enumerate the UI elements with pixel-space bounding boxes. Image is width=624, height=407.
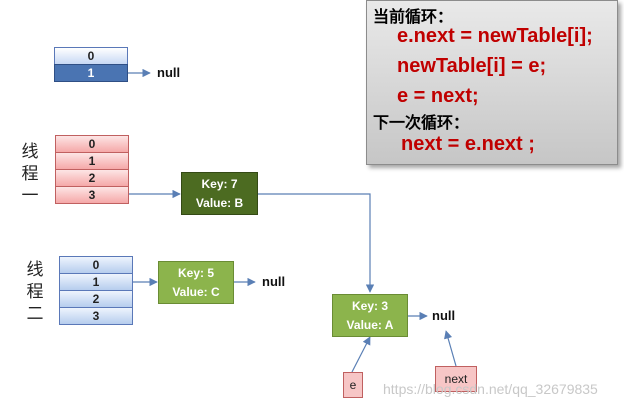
thread2-cell-3: 3 xyxy=(59,307,133,325)
arrow-next-pointer xyxy=(444,330,457,367)
code-line-1: e.next = newTable[i]; xyxy=(397,25,593,47)
thread1-cell-0: 0 xyxy=(55,135,129,153)
top-table-null: null xyxy=(157,65,181,80)
pointer-e: e xyxy=(343,372,363,398)
code-line-3: e = next; xyxy=(397,85,479,107)
thread1-cell-1: 1 xyxy=(55,152,129,170)
node-key7-value: Value: B xyxy=(195,195,244,210)
node-key5-null: null xyxy=(262,274,286,289)
thread2-label-char: 程 xyxy=(26,282,44,302)
thread2-cell-1: 1 xyxy=(59,273,133,291)
code-line-2: newTable[i] = e; xyxy=(397,55,547,77)
thread1-label: 线 程 一 xyxy=(20,141,40,207)
thread1-label-char: 程 xyxy=(21,164,39,184)
node-key7: Key: 7 Value: B xyxy=(181,172,258,215)
top-table-cell-0: 0 xyxy=(54,47,128,65)
node-key5-key: Key: 5 xyxy=(177,265,215,280)
pointer-next: next xyxy=(435,366,477,392)
node-key3-value: Value: A xyxy=(346,317,394,332)
thread1-cell-2: 2 xyxy=(55,169,129,187)
thread1-cell-3: 3 xyxy=(55,186,129,204)
thread2-cell-2: 2 xyxy=(59,290,133,308)
node-key3-null: null xyxy=(432,308,456,323)
node-key3: Key: 3 Value: A xyxy=(332,294,408,337)
arrow-e-pointer xyxy=(351,336,371,373)
code-line-4: next = e.next ; xyxy=(401,133,535,155)
top-table-cell-1: 1 xyxy=(54,64,128,82)
thread2-label-char: 线 xyxy=(26,260,44,280)
node-key5: Key: 5 Value: C xyxy=(158,261,234,304)
thread1-label-char: 线 xyxy=(21,142,39,162)
thread2-label-char: 二 xyxy=(26,304,44,324)
arrow-key7-to-key3 xyxy=(258,193,375,293)
next-loop-heading: 下一次循环： xyxy=(373,113,470,132)
watermark: https://blog.csdn.net/qq_32679835 xyxy=(383,381,598,397)
thread1-label-char: 一 xyxy=(21,186,39,206)
node-key5-value: Value: C xyxy=(172,284,220,299)
thread2-cell-0: 0 xyxy=(59,256,133,274)
code-box: 当前循环： e.next = newTable[i]; newTable[i] … xyxy=(366,0,618,165)
node-key3-key: Key: 3 xyxy=(351,298,389,313)
node-key7-key: Key: 7 xyxy=(201,176,238,191)
current-loop-heading: 当前循环： xyxy=(373,7,454,26)
thread2-label: 线 程 二 xyxy=(25,259,45,325)
